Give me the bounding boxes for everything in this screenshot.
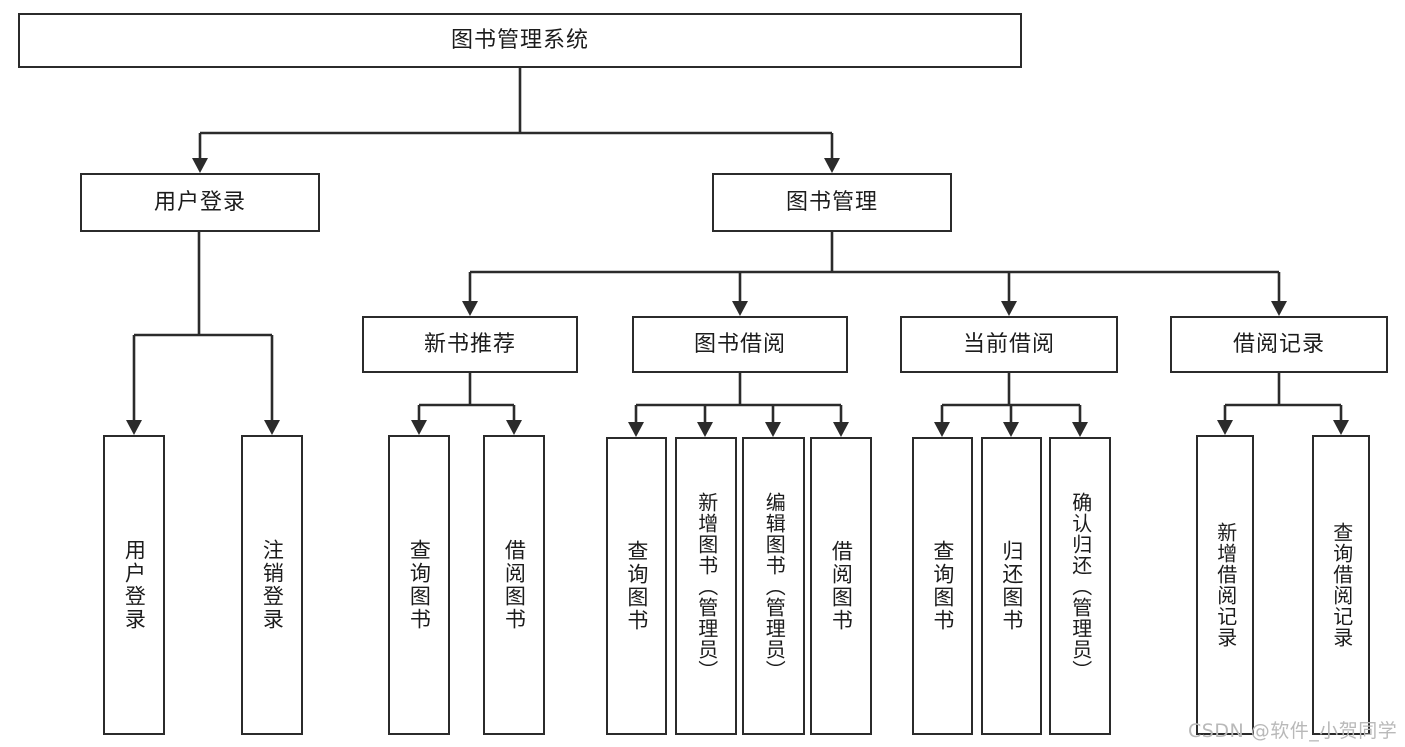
bookmgmt-to-level2-arrow-3-head <box>1271 301 1287 316</box>
node-leaf-login-1[interactable]: 用户登录 <box>103 435 165 735</box>
node-leaf-rec-1[interactable]: 新增借阅记录 <box>1196 435 1254 735</box>
node-current[interactable]: 当前借阅 <box>900 316 1118 373</box>
node-borrow[interactable]: 图书借阅 <box>632 316 848 373</box>
node-label: 归还图书 <box>999 540 1024 632</box>
node-login[interactable]: 用户登录 <box>80 173 320 232</box>
node-label: 借阅图书 <box>829 540 854 632</box>
node-label: 注销登录 <box>260 539 285 631</box>
node-label: 借阅记录 <box>1232 331 1325 357</box>
borrow-to-leaves-arrow-3-head <box>833 422 849 437</box>
node-label: 用户登录 <box>122 539 147 631</box>
node-leaf-bor-4[interactable]: 借阅图书 <box>810 437 872 735</box>
bookmgmt-to-level2-arrow-1-head <box>732 301 748 316</box>
node-label: 查询图书 <box>624 540 649 632</box>
record-to-leaves-arrow-0-head <box>1217 420 1233 435</box>
node-bookmgmt[interactable]: 图书管理 <box>712 173 952 232</box>
node-label: 确认归还（管理员） <box>1068 491 1093 681</box>
record-to-leaves-arrow-1-head <box>1333 420 1349 435</box>
node-label: 图书管理系统 <box>450 27 589 53</box>
node-label: 编辑图书（管理员） <box>762 491 787 681</box>
borrow-to-leaves-arrow-2-head <box>765 422 781 437</box>
csdn-watermark: CSDN @软件_小贺同学 <box>1188 720 1398 742</box>
root-to-level1-arrow-1-head <box>824 158 840 173</box>
newbook-to-leaves-arrow-1-head <box>506 420 522 435</box>
borrow-to-leaves-arrow-0-head <box>628 422 644 437</box>
node-leaf-new-1[interactable]: 查询图书 <box>388 435 450 735</box>
node-label: 当前借阅 <box>962 331 1055 357</box>
node-label: 查询图书 <box>407 539 432 631</box>
node-newbook[interactable]: 新书推荐 <box>362 316 578 373</box>
newbook-to-leaves-arrow-0-head <box>411 420 427 435</box>
node-label: 图书借阅 <box>693 331 786 357</box>
node-label: 新增借阅记录 <box>1213 522 1238 648</box>
node-label: 新书推荐 <box>423 331 516 357</box>
node-leaf-bor-2[interactable]: 新增图书（管理员） <box>675 437 737 735</box>
node-label: 查询借阅记录 <box>1329 522 1354 648</box>
current-to-leaves-arrow-0-head <box>934 422 950 437</box>
node-record[interactable]: 借阅记录 <box>1170 316 1388 373</box>
bookmgmt-to-level2-arrow-0-head <box>462 301 478 316</box>
current-to-leaves-arrow-2-head <box>1072 422 1088 437</box>
node-label: 借阅图书 <box>502 539 527 631</box>
node-root[interactable]: 图书管理系统 <box>18 13 1022 68</box>
borrow-to-leaves-arrow-1-head <box>697 422 713 437</box>
bookmgmt-to-level2-arrow-2-head <box>1001 301 1017 316</box>
node-leaf-bor-1[interactable]: 查询图书 <box>606 437 667 735</box>
node-leaf-new-2[interactable]: 借阅图书 <box>483 435 545 735</box>
node-label: 查询图书 <box>930 540 955 632</box>
current-to-leaves-arrow-1-head <box>1003 422 1019 437</box>
node-label: 用户登录 <box>153 189 246 215</box>
node-label: 新增图书（管理员） <box>694 491 719 681</box>
root-to-level1-arrow-0-head <box>192 158 208 173</box>
node-leaf-rec-2[interactable]: 查询借阅记录 <box>1312 435 1370 735</box>
login-to-leaves-arrow-1-head <box>264 420 280 435</box>
node-leaf-cur-3[interactable]: 确认归还（管理员） <box>1049 437 1111 735</box>
login-to-leaves-arrow-0-head <box>126 420 142 435</box>
node-leaf-cur-1[interactable]: 查询图书 <box>912 437 973 735</box>
node-leaf-bor-3[interactable]: 编辑图书（管理员） <box>742 437 805 735</box>
node-leaf-login-2[interactable]: 注销登录 <box>241 435 303 735</box>
node-label: 图书管理 <box>785 189 878 215</box>
node-leaf-cur-2[interactable]: 归还图书 <box>981 437 1042 735</box>
